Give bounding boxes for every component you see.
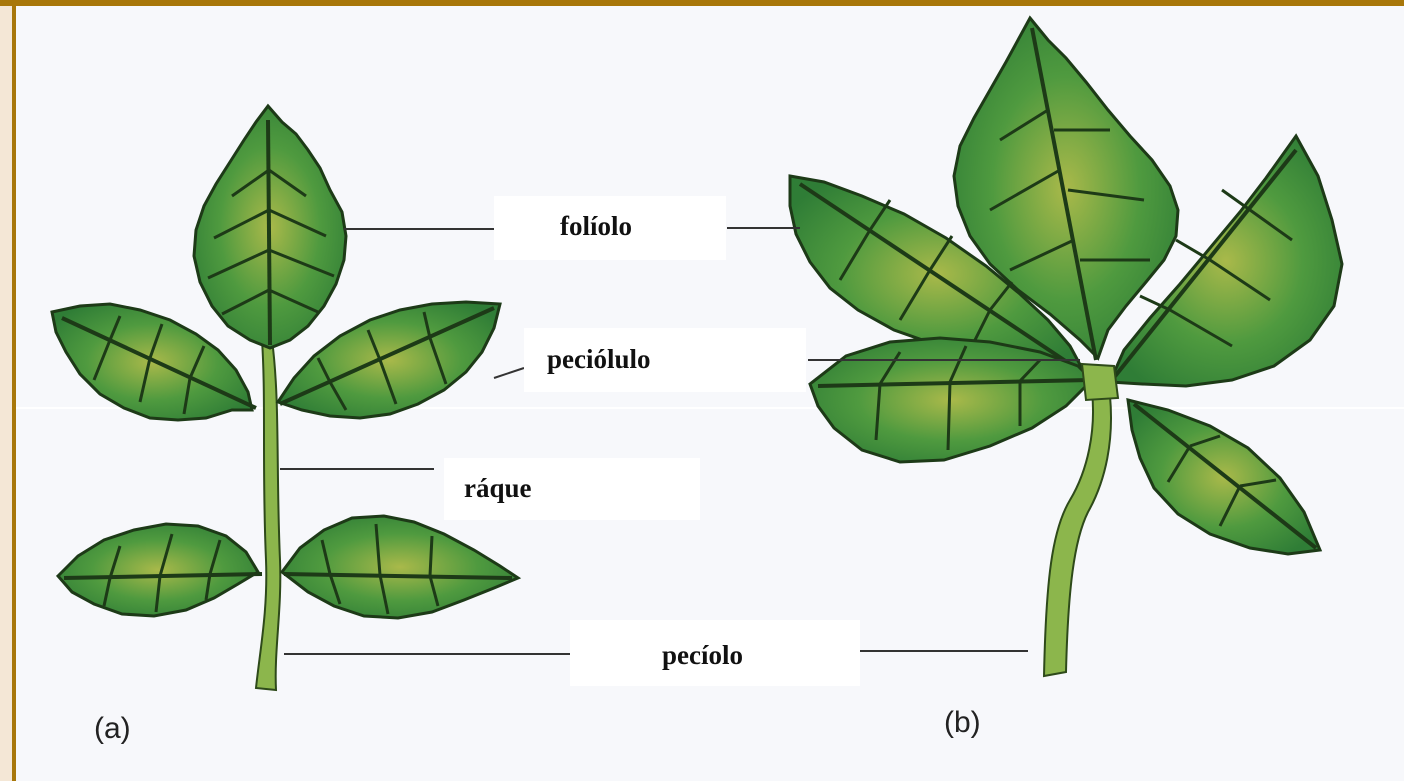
label-raque: ráque bbox=[464, 473, 532, 504]
panel-label-a: (a) bbox=[94, 712, 131, 746]
leaflet-lower-right-a bbox=[282, 516, 518, 618]
label-peciolo: pecíolo bbox=[662, 640, 743, 671]
panel-label-b: (b) bbox=[944, 706, 981, 740]
compound-leaf-b bbox=[790, 18, 1342, 676]
label-pecioluolo: peciólulo bbox=[547, 344, 651, 375]
leaflet-right-lower-b bbox=[1128, 400, 1320, 554]
rachis-a bbox=[256, 340, 280, 690]
leaflet-lower-left-b bbox=[810, 338, 1092, 462]
petiole-b bbox=[1044, 392, 1111, 676]
leader-pecioluolo-a bbox=[494, 368, 524, 378]
leaflet-lower-left-a bbox=[58, 524, 262, 616]
compound-leaf-a bbox=[52, 106, 518, 690]
label-foliolo: folíolo bbox=[560, 211, 632, 242]
terminal-leaflet-a bbox=[194, 106, 346, 348]
petiolule-joint-b bbox=[1082, 364, 1118, 400]
